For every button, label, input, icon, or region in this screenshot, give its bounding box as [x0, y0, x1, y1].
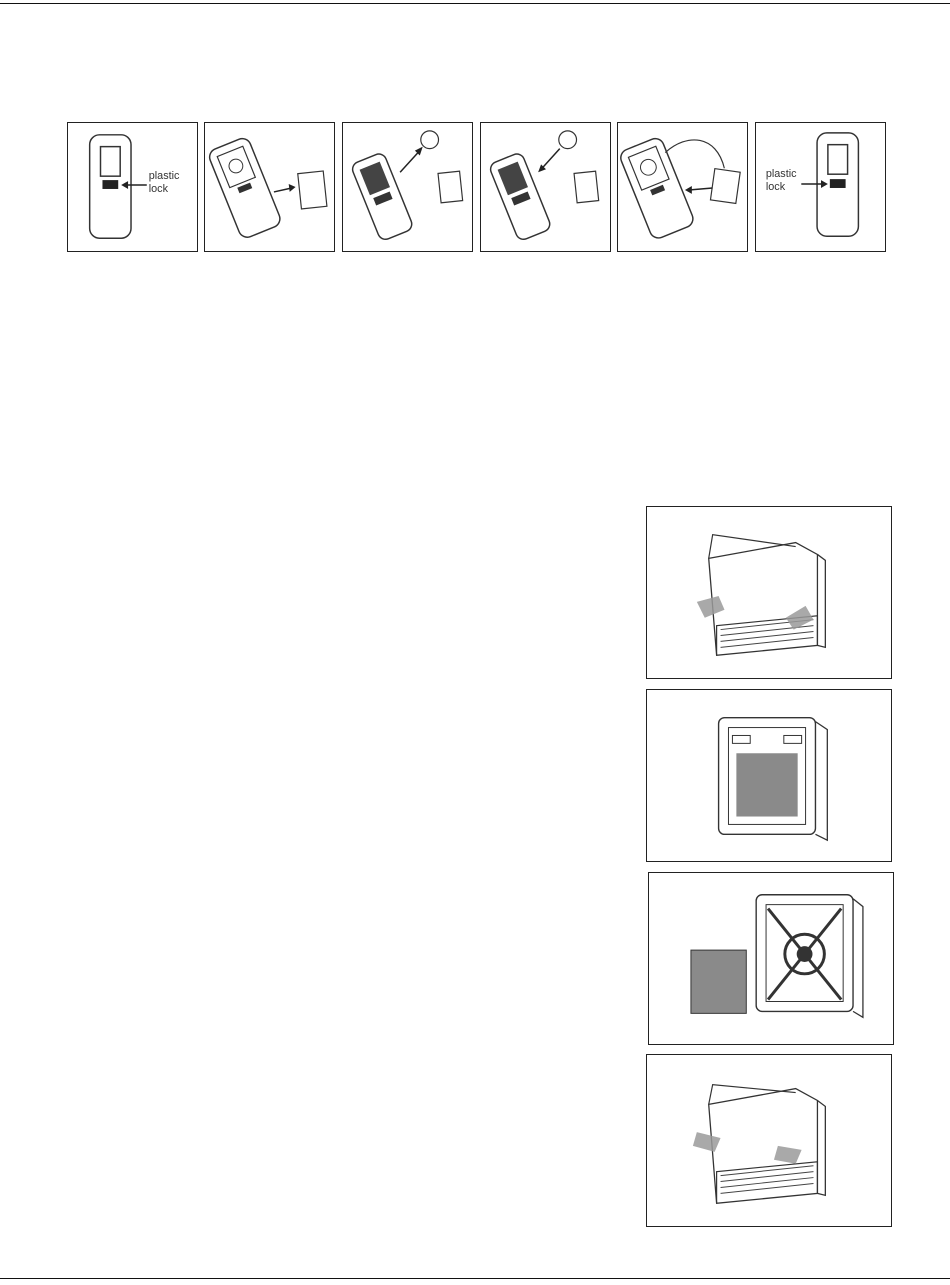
battery-insert-icon [481, 123, 610, 251]
filter-removed-icon [649, 873, 893, 1044]
step-2-panel [204, 122, 335, 252]
header-rule [0, 3, 950, 4]
unit-filter-visible-icon [647, 690, 891, 861]
unit-close-panel-icon [647, 1055, 891, 1226]
step-5-panel [617, 122, 748, 252]
filter-step-4-panel [646, 1054, 892, 1227]
cover-replace-icon [618, 123, 747, 251]
step-1-panel: plastic lock [67, 122, 198, 252]
remote-plastic-lock-icon: plastic lock [68, 123, 197, 251]
step-3-panel [342, 122, 473, 252]
step1-label-line2: lock [149, 183, 169, 195]
remote-plastic-lock-closed-icon: plastic lock [756, 123, 885, 251]
step6-label-line1: plastic [766, 168, 797, 180]
filter-step-1-panel [646, 506, 892, 679]
step-4-panel [480, 122, 611, 252]
filter-step-2-panel [646, 689, 892, 862]
unit-open-panel-icon [647, 507, 891, 678]
battery-remove-icon [343, 123, 472, 251]
remote-cover-removed-icon [205, 123, 334, 251]
step-6-panel: plastic lock [755, 122, 886, 252]
filter-step-3-panel [648, 872, 894, 1045]
footer-rule [0, 1278, 950, 1279]
step1-label-line1: plastic [149, 170, 180, 182]
step6-label-line2: lock [766, 181, 786, 193]
